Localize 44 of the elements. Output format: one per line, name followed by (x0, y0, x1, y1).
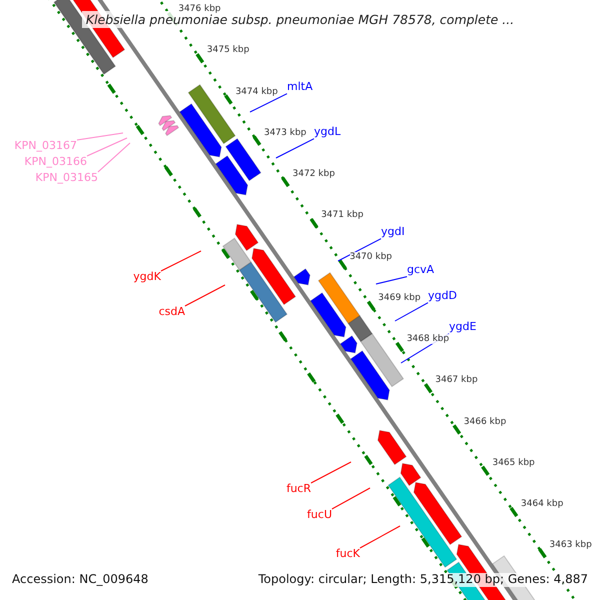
scale-label: 3466 kbp (464, 416, 506, 427)
gene-label: ygdE (449, 321, 476, 334)
leader-line (310, 462, 352, 484)
scale-label: 3470 kbp (350, 252, 392, 262)
gene-label: ygdD (428, 290, 457, 303)
leader-line (332, 488, 370, 510)
scale-label: 3476 kbp (178, 4, 221, 14)
leader-line (276, 138, 314, 158)
gene-label: ygdL (314, 126, 341, 139)
gene-label: KPN_03166 (24, 156, 87, 169)
caption-text: Topology: circular; Length: 5,315,120 bp; Genes: 4,887 (256, 573, 590, 587)
scale-label: 3469 kbp (378, 292, 421, 304)
gene-label: KPN_03165 (35, 172, 98, 185)
leader-line (250, 93, 288, 112)
gene-label: ygdI (381, 226, 405, 239)
gene-label: gcvA (407, 264, 434, 277)
leader-line (360, 526, 400, 548)
leader-line (394, 302, 428, 322)
gene-label: fucR (286, 483, 311, 496)
gene-label: mltA (287, 81, 313, 94)
scale-label: 3467 kbp (435, 375, 478, 386)
scale-label: 3473 kbp (264, 128, 306, 138)
gene-label: csdA (158, 306, 185, 319)
scale-label: 3468 kbp (406, 334, 450, 344)
gene-label: ygdK (133, 271, 161, 284)
gene-label: fucU (307, 509, 332, 522)
scale-label: 3471 kbp (321, 210, 364, 221)
scale-label: 3472 kbp (292, 169, 335, 180)
scale-label: 3475 kbp (206, 45, 250, 56)
gene-label: KPN_03167 (14, 140, 77, 153)
scale-label: 3464 kbp (520, 499, 564, 510)
leader-line (338, 238, 382, 262)
scale-label: 3463 kbp (549, 540, 592, 551)
leader-line (98, 142, 130, 172)
leader-line (184, 284, 226, 306)
leader-line (400, 333, 450, 364)
leader-line (86, 138, 128, 156)
scale-label: 3474 kbp (235, 86, 278, 97)
caption-text: Accession: NC_009648 (10, 573, 150, 587)
scale-label: 3465 kbp (492, 458, 535, 468)
leader-line (376, 276, 408, 284)
leader-line (76, 132, 124, 140)
gene-label: fucK (336, 548, 360, 561)
leader-line (160, 250, 202, 272)
